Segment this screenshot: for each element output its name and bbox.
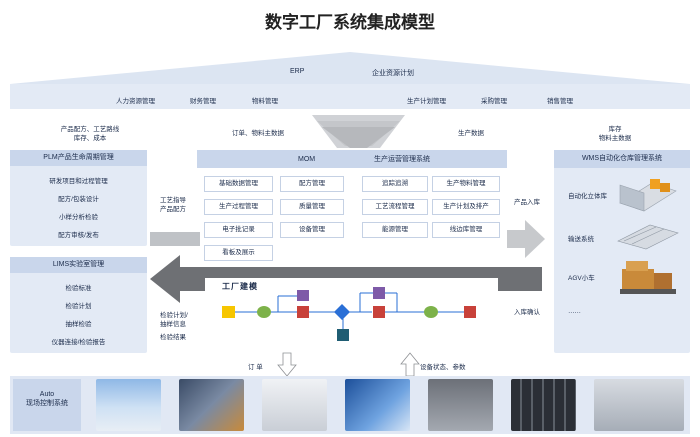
- warehouse-rack-icon: [619, 179, 677, 212]
- factory-photo-tanks: [96, 379, 161, 431]
- mom-to-auto-arrow: [277, 352, 297, 377]
- mom-module: 能源管理: [362, 222, 428, 238]
- erp-item-sales: 销售管理: [547, 98, 573, 105]
- flow-node-green-2: [424, 306, 438, 318]
- lims-item: 抽样检验: [65, 321, 92, 328]
- mom-to-wms-arrow-head: [525, 220, 545, 258]
- plm-to-mom-arrow-body: [150, 232, 200, 246]
- plm-to-erp-label: 产品配方、工艺路线库存、成本: [60, 126, 120, 142]
- mom-module: 追踪追溯: [362, 176, 428, 192]
- conveyor-system-icon: [617, 224, 679, 250]
- flow-node-purple-2: [373, 287, 385, 299]
- auto-title-box: [13, 379, 81, 431]
- mom-to-wms-label: 产品入库: [514, 199, 540, 206]
- plm-item: 研发项目和过程管理: [49, 178, 108, 185]
- lims-item: 检验标准: [65, 285, 92, 292]
- mom-to-auto-label: 订 单: [248, 364, 263, 371]
- wms-item: 输送系统: [568, 236, 594, 243]
- plm-panel: [10, 150, 147, 246]
- flow-node-red-2: [373, 306, 385, 318]
- factory-modeling-title: 工厂建模: [222, 282, 258, 291]
- erp-item-production-plan: 生产计划管理: [407, 98, 446, 105]
- lims-panel: [10, 257, 147, 353]
- mom-module: 生产计划及排产: [432, 199, 500, 215]
- wms-to-mom-label: 入库确认: [514, 309, 540, 316]
- factory-photo-cabinets: [511, 379, 576, 431]
- mom-header: [197, 150, 507, 168]
- auto-to-mom-arrow: [400, 352, 420, 377]
- factory-photo-equipment: [345, 379, 410, 431]
- lims-item: 仪器连接/检验报告: [51, 339, 106, 346]
- mom-subtitle: 生产运营管理系统: [374, 156, 430, 163]
- wms-to-lims-arrow-head: [150, 255, 180, 303]
- erp-item-purchase: 采购管理: [481, 98, 507, 105]
- erp-band: [10, 84, 690, 109]
- plm-title: PLM产品生命周期管理: [10, 150, 147, 166]
- plm-item: 配方/包装设计: [58, 196, 99, 203]
- factory-flow: [235, 292, 464, 335]
- wms-item: AGV小车: [568, 275, 595, 282]
- erp-item-hr: 人力资源管理: [116, 98, 155, 105]
- page-title: 数字工厂系统集成模型: [265, 13, 435, 33]
- mom-module: 生产物料管理: [432, 176, 500, 192]
- erp-name: ERP: [290, 68, 305, 75]
- mom-to-wms-arrow-body: [507, 230, 525, 248]
- flow-node-green-1: [257, 306, 271, 318]
- mom-module: 电子批记录: [204, 222, 273, 238]
- mom-module: 线边库管理: [432, 222, 500, 238]
- mom-name: MOM: [298, 156, 316, 163]
- mom-module: 质量管理: [280, 199, 344, 215]
- wms-illustrations: [617, 179, 679, 294]
- plm-item: 小样分析检验: [59, 214, 98, 221]
- lims-title: LIMS实验室管理: [10, 257, 147, 273]
- erp-roof: [10, 52, 690, 84]
- flow-node-teal: [337, 329, 349, 341]
- flow-node-red-3: [464, 306, 476, 318]
- flow-node-diamond: [334, 304, 350, 320]
- wms-title: WMS自动化仓库管理系统: [554, 150, 690, 168]
- auto-to-mom-label: 设备状态、参数: [420, 364, 466, 371]
- factory-photo-machine: [262, 379, 327, 431]
- flow-node-red-1: [297, 306, 309, 318]
- erp-subtitle: 企业资源计划: [372, 70, 414, 77]
- agv-cart-icon: [620, 261, 676, 294]
- mom-module: 设备管理: [280, 222, 344, 238]
- mom-module: 工艺流程管理: [362, 199, 428, 215]
- mom-module: 看板及展示: [204, 245, 273, 261]
- mom-module: 配方管理: [280, 176, 344, 192]
- plm-item: 配方审核/发布: [58, 232, 99, 239]
- factory-photo-plant: [179, 379, 244, 431]
- lims-item: 检验计划: [65, 303, 92, 310]
- flow-node-yellow: [222, 306, 235, 318]
- mom-to-erp-label: 生产数据: [458, 130, 484, 137]
- plm-to-mom-label: 工艺指导产品配方: [160, 197, 186, 213]
- erp-to-mom-arrow-back: [322, 127, 395, 148]
- erp-to-mom-label: 订单、物料主数据: [232, 130, 284, 137]
- erp-item-finance: 财务管理: [190, 98, 216, 105]
- mom-to-lims-label: 检验结果: [160, 334, 186, 341]
- mom-module: 生产过程管理: [204, 199, 273, 215]
- factory-photo-workshop: [594, 379, 684, 431]
- erp-item-material: 物料管理: [252, 98, 278, 105]
- mom-module: 基础数据管理: [204, 176, 273, 192]
- wms-item: ……: [568, 308, 581, 315]
- factory-photo-robot-line: [428, 379, 493, 431]
- wms-item: 自动化立体库: [568, 193, 607, 200]
- factory-panel: [205, 278, 498, 350]
- lims-to-mom-label: 检验计划/抽样信息: [160, 312, 188, 328]
- wms-to-erp-label: 库存物料主数据: [598, 126, 632, 142]
- flow-node-purple-1: [297, 290, 309, 301]
